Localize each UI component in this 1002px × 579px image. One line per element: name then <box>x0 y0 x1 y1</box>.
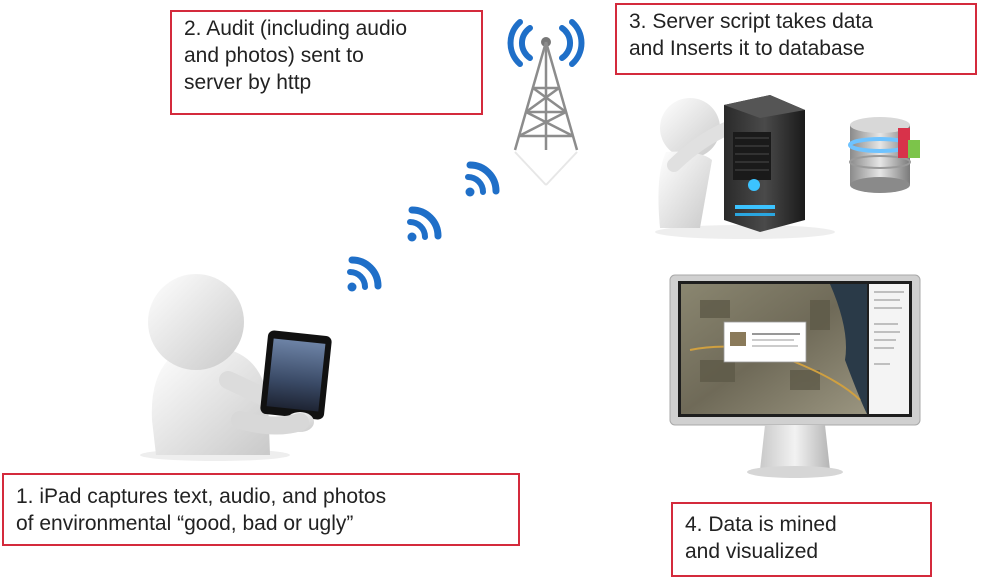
step-1-line-1: 1. iPad captures text, audio, and photos <box>16 485 387 508</box>
step-3-line-1: 3. Server script takes data <box>629 10 873 33</box>
step-1-box: 1. iPad captures text, audio, and photos… <box>2 473 520 546</box>
step-1-line-2: of environmental “good, bad or ugly” <box>16 512 354 535</box>
step-3-line-2: and Inserts it to database <box>629 37 865 60</box>
step-2-line-3: server by http <box>184 71 312 94</box>
database-icon <box>848 117 920 193</box>
step-3-box: 3. Server script takes data and Inserts … <box>615 3 977 75</box>
wifi-signal-icon <box>348 165 497 292</box>
radio-tower-icon <box>507 19 585 186</box>
step-4-box: 4. Data is mined and visualized <box>671 502 932 577</box>
ipad-device <box>260 330 332 420</box>
person-holding-ipad-icon <box>140 274 332 461</box>
step-2-box: 2. Audit (including audio and photos) se… <box>170 10 483 115</box>
step-4-line-2: and visualized <box>685 540 819 563</box>
step-2-line-2: and photos) sent to <box>184 44 364 67</box>
monitor-map-icon <box>669 274 921 478</box>
step-4-line-1: 4. Data is mined <box>685 513 837 536</box>
step-2-line-1: 2. Audit (including audio <box>184 17 407 40</box>
server-tower-icon <box>655 95 835 239</box>
